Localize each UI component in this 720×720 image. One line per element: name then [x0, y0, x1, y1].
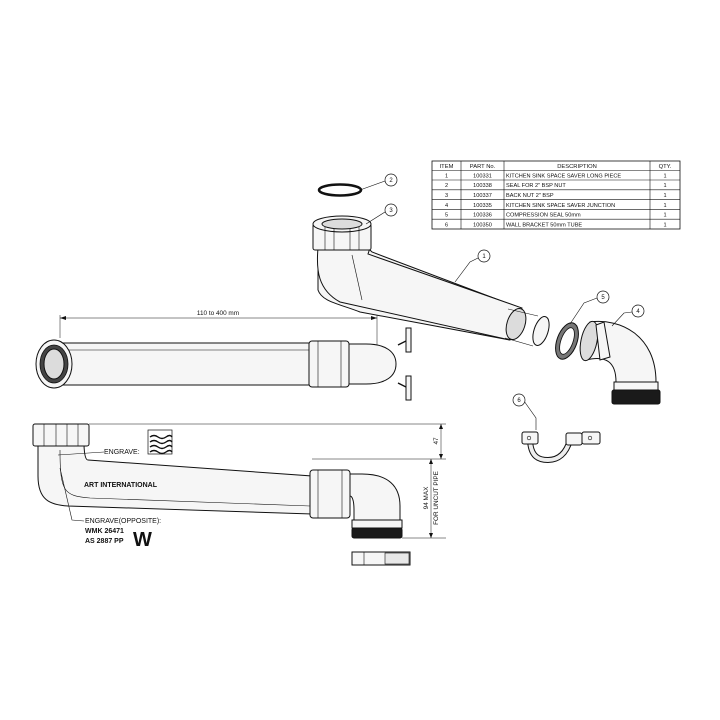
balloon-label: 4: [636, 309, 640, 315]
balloon-label: 5: [601, 295, 605, 301]
balloon-6: 6: [512, 393, 537, 430]
height-dimension: 47: [433, 437, 440, 445]
table-header-description: DESCRIPTION: [557, 164, 597, 170]
max-dimension-note: FOR UNCUT PIPE: [433, 471, 440, 525]
engrave-opposite-label: ENGRAVE(OPPOSITE):: [85, 518, 161, 525]
parts-table: ITEM PART No. DESCRIPTION QTY. 1 100331 …: [431, 160, 681, 230]
top-view: 110 to 400 mm: [35, 310, 412, 401]
balloon-label: 3: [389, 208, 393, 214]
standard-engraving: AS 2887 PP: [85, 538, 124, 545]
table-header-qty: QTY.: [659, 164, 672, 170]
watermark-logo-icon: W: [133, 529, 152, 551]
table-cell: 4: [445, 203, 448, 209]
engrave-label: ENGRAVE:: [104, 449, 140, 456]
junction-elbow-part: [579, 320, 661, 405]
compression-seal-part: [555, 322, 579, 360]
table-header-item: ITEM: [440, 164, 454, 170]
wave-logo-icon: [147, 429, 173, 455]
table-cell: BACK NUT 2" BSP: [506, 193, 554, 199]
brand-engraving: ART INTERNATIONAL: [84, 482, 158, 489]
table-cell: 1: [445, 174, 448, 180]
balloon-2: 2: [359, 173, 398, 191]
table-cell: KITCHEN SINK SPACE SAVER LONG PIECE: [506, 174, 621, 180]
pipe-offcut: [351, 551, 411, 566]
exploded-view: 2 3 1 5 4 6: [312, 173, 661, 464]
table-cell: WALL BRACKET 50mm TUBE: [506, 222, 582, 228]
table-cell: 6: [445, 222, 448, 228]
balloon-label: 1: [482, 254, 486, 260]
table-cell: 2: [445, 183, 448, 189]
table-cell: 100335: [473, 203, 492, 209]
table-header-part-no: PART No.: [470, 164, 496, 170]
balloon-5: 5: [569, 290, 610, 325]
table-cell: 100350: [473, 222, 492, 228]
table-cell: 1: [663, 193, 666, 199]
table-cell: 1: [663, 183, 666, 189]
table-cell: 1: [663, 203, 666, 209]
length-dimension: 110 to 400 mm: [197, 310, 239, 317]
table-cell: COMPRESSION SEAL 50mm: [506, 213, 581, 219]
table-cell: 5: [445, 213, 448, 219]
table-cell: 100337: [473, 193, 492, 199]
table-cell: 1: [663, 222, 666, 228]
table-cell: KITCHEN SINK SPACE SAVER JUNCTION: [506, 203, 615, 209]
wall-bracket-part: [521, 431, 601, 464]
balloon-4: 4: [611, 304, 645, 327]
wmk-engraving: WMK 26471: [85, 528, 124, 535]
table-cell: 100338: [473, 183, 492, 189]
table-cell: SEAL FOR 2" BSP NUT: [506, 183, 566, 189]
seal-ring-part: [317, 183, 363, 197]
table-cell: 100331: [473, 174, 492, 180]
balloon-3: 3: [365, 203, 398, 225]
table-cell: 3: [445, 193, 448, 199]
table-cell: 100336: [473, 213, 492, 219]
parts-table-border: [431, 160, 681, 230]
balloon-1: 1: [454, 249, 491, 283]
balloon-label: 6: [517, 398, 521, 404]
max-dimension: 94 MAX: [423, 486, 430, 509]
table-cell: 1: [663, 213, 666, 219]
table-cell: 1: [663, 174, 666, 180]
front-view: ENGRAVE: ART INTERNATIONAL ENGRAVE(OPPOS…: [32, 423, 446, 551]
long-pipe-part: [312, 215, 550, 347]
balloon-label: 2: [389, 178, 393, 184]
